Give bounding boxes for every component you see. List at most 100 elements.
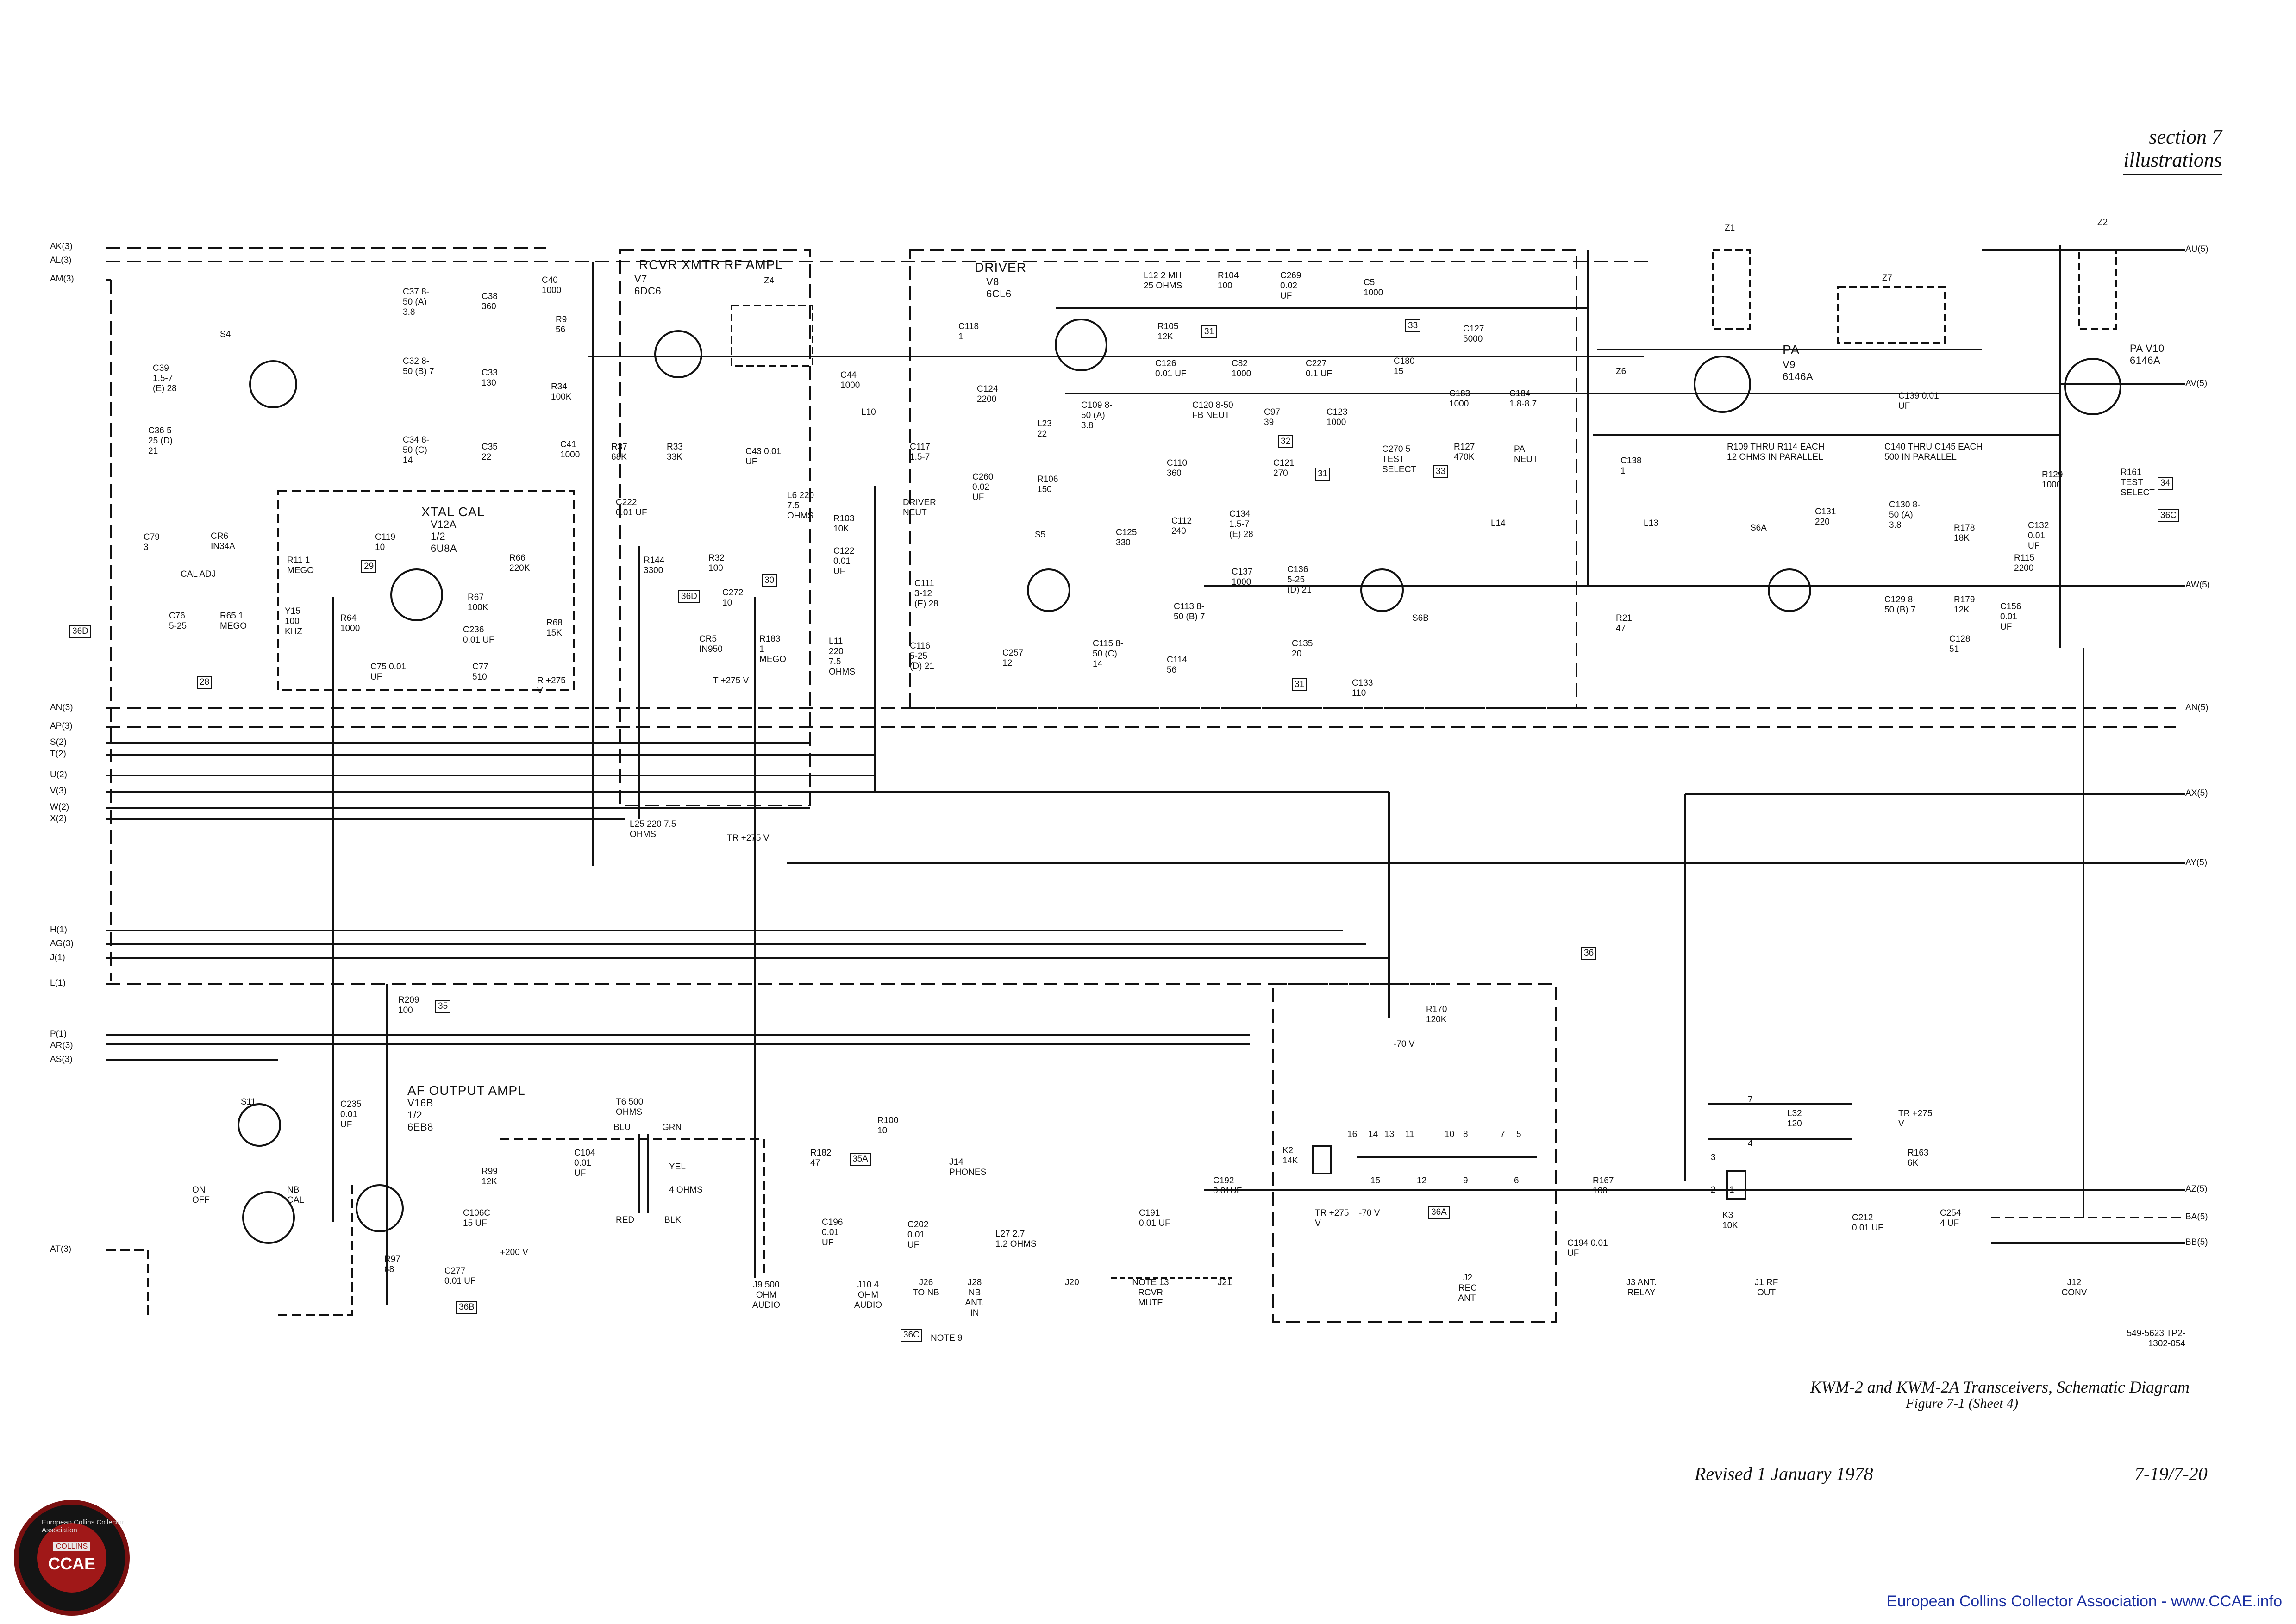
jack-j20: J20 bbox=[1065, 1278, 1079, 1287]
label-c180: C180 15 bbox=[1394, 356, 1415, 376]
label-c272: C272 10 bbox=[722, 588, 744, 608]
label-k3: K3 10K bbox=[1722, 1211, 1738, 1230]
label-c77: C77 510 bbox=[472, 662, 488, 682]
relay-k3-pin: 1 bbox=[1729, 1185, 1734, 1195]
block-driver: DRIVER bbox=[975, 260, 1026, 275]
label-c75: C75 0.01 UF bbox=[370, 662, 407, 682]
label-z1: Z1 bbox=[1725, 223, 1735, 233]
tube-v10: PA V10 6146A bbox=[2130, 343, 2165, 366]
jack-j14: J14 PHONES bbox=[949, 1157, 987, 1177]
ref-tag: 36 bbox=[1581, 947, 1597, 960]
relay-k3-pin: 4 bbox=[1748, 1139, 1753, 1149]
label-cal-adj: CAL ADJ bbox=[181, 569, 216, 579]
label-t6: T6 500 OHMS bbox=[616, 1097, 644, 1117]
tube-v9: V9 6146A bbox=[1783, 359, 1814, 382]
section-title: illustrations bbox=[2123, 148, 2222, 175]
conn-right: AW(5) bbox=[2185, 580, 2210, 590]
relay-k3-pin: 3 bbox=[1711, 1153, 1716, 1162]
label-r209: R209 100 bbox=[398, 995, 419, 1015]
ref-tag: 36D bbox=[69, 625, 91, 638]
label-c111: C111 3-12 (E) 28 bbox=[914, 579, 938, 609]
relay-k2-pin: 13 bbox=[1384, 1130, 1395, 1139]
label-l11: L11 220 7.5 OHMS bbox=[829, 637, 855, 677]
label-r127: R127 470K bbox=[1454, 442, 1475, 462]
label-c128: C128 51 bbox=[1949, 634, 1971, 654]
label-r37: R37 68K bbox=[611, 442, 627, 462]
tube-v16b: V16B 1/2 6EB8 bbox=[407, 1097, 433, 1133]
label-c192: C192 0.01UF bbox=[1213, 1176, 1242, 1196]
label-c117: C117 1.5-7 bbox=[910, 442, 931, 462]
ccae-credit-link[interactable]: European Collins Collector Association -… bbox=[1886, 1593, 2282, 1610]
label-r178: R178 18K bbox=[1954, 523, 1975, 543]
ref-tag: 29 bbox=[361, 560, 377, 573]
label-l12: L12 2 MH 25 OHMS bbox=[1144, 271, 1182, 291]
label-c43: C43 0.01 UF bbox=[745, 447, 782, 467]
label-c123: C123 1000 bbox=[1326, 407, 1348, 427]
label-c138: C138 1 bbox=[1620, 456, 1642, 476]
label-z4: Z4 bbox=[764, 276, 775, 286]
label-r66: R66 220K bbox=[509, 553, 530, 573]
label-c122: C122 0.01 UF bbox=[833, 546, 855, 576]
label-c222: C222 0.01 UF bbox=[616, 498, 647, 518]
tap-4-ohms: 4 OHMS bbox=[669, 1185, 703, 1195]
relay-k2-pin: 10 bbox=[1445, 1130, 1455, 1139]
label-c269: C269 0.02 UF bbox=[1280, 271, 1301, 301]
conn-left: AM(3) bbox=[50, 274, 74, 284]
label-r170: R170 120K bbox=[1426, 1005, 1447, 1024]
label-c110: C110 360 bbox=[1167, 458, 1188, 478]
relay-k3-pin: 7 bbox=[1748, 1095, 1753, 1105]
label-c191: C191 0.01 UF bbox=[1139, 1208, 1170, 1228]
conn-left: H(1) bbox=[50, 925, 67, 935]
label-c134: C134 1.5-7 (E) 28 bbox=[1229, 509, 1253, 539]
label-l10: L10 bbox=[861, 407, 876, 417]
label-l13: L13 bbox=[1644, 518, 1658, 528]
label-r-275: R +275 V bbox=[537, 676, 566, 696]
label-t-275: T +275 V bbox=[713, 676, 749, 686]
label-r33: R33 33K bbox=[667, 442, 683, 462]
relay-k2-pin: 12 bbox=[1417, 1176, 1427, 1186]
ref-tag: 35 bbox=[435, 1000, 451, 1013]
ref-tag: 31 bbox=[1201, 325, 1217, 338]
conn-left: X(2) bbox=[50, 814, 67, 824]
label-c135: C135 20 bbox=[1292, 639, 1313, 659]
label-r99: R99 12K bbox=[482, 1167, 498, 1187]
label-c5: C5 1000 bbox=[1364, 278, 1383, 298]
section-number: section 7 bbox=[2149, 125, 2222, 148]
drawing-number: 549-5623 TP2-1302-054 bbox=[2127, 1329, 2185, 1349]
page-number: 7-19/7-20 bbox=[2134, 1463, 2208, 1484]
label-c112: C112 240 bbox=[1171, 516, 1192, 536]
logo-badge: COLLINS bbox=[53, 1542, 91, 1551]
ref-tag: 36C bbox=[2158, 509, 2179, 522]
ref-tag: 28 bbox=[197, 676, 213, 689]
label-c114: C114 56 bbox=[1167, 655, 1188, 675]
conn-left: AK(3) bbox=[50, 242, 73, 251]
label-c119: C119 10 bbox=[375, 532, 396, 552]
label-r179: R179 12K bbox=[1954, 595, 1975, 615]
label-l14: L14 bbox=[1491, 518, 1506, 528]
label-r97: R97 68 bbox=[384, 1255, 400, 1274]
label-tr-275: TR +275 V bbox=[727, 833, 770, 843]
label-c33: C33 130 bbox=[482, 368, 498, 388]
conn-left: AN(3) bbox=[50, 703, 73, 712]
label-c196: C196 0.01 UF bbox=[822, 1218, 843, 1248]
ref-tag: 36B bbox=[456, 1301, 477, 1314]
conn-left: P(1) bbox=[50, 1029, 67, 1039]
label-c260: C260 0.02 UF bbox=[972, 472, 994, 502]
label-r103: R103 10K bbox=[833, 514, 855, 534]
label-c38: C38 360 bbox=[482, 292, 498, 312]
label-r106: R106 150 bbox=[1037, 475, 1058, 494]
label-r9: R9 56 bbox=[556, 315, 567, 335]
conn-left: AL(3) bbox=[50, 256, 72, 265]
label-c184: C184 1.8-8.7 bbox=[1509, 389, 1537, 409]
ref-tag: 36D bbox=[678, 590, 700, 603]
label-r129: R129 1000 bbox=[2042, 470, 2063, 490]
ref-tag: 35A bbox=[850, 1153, 871, 1166]
label-r11: R11 1 MEGO bbox=[287, 556, 314, 575]
label-c35: C35 22 bbox=[482, 442, 498, 462]
label-nb-cal: NB CAL bbox=[287, 1185, 304, 1205]
ccae-logo: European Collins Collector Association C… bbox=[14, 1500, 130, 1616]
label-z6: Z6 bbox=[1616, 367, 1627, 376]
tube-v7: V7 6DC6 bbox=[634, 273, 662, 297]
relay-k2-neg: -70 V bbox=[1359, 1208, 1380, 1218]
